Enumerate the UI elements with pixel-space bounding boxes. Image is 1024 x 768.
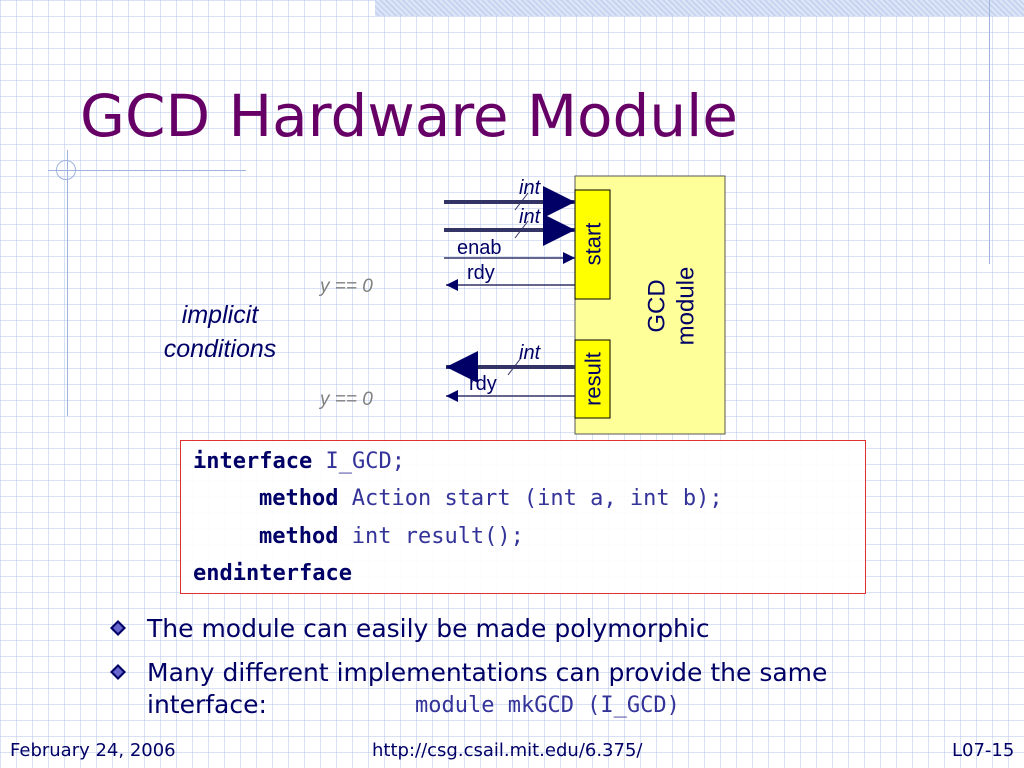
- code-keyword: method: [259, 524, 339, 549]
- result-method-box: [574, 339, 611, 419]
- frame-line-right: [989, 0, 990, 264]
- rdy-start-label: rdy: [467, 262, 495, 284]
- diamond-bullet-icon: [110, 664, 126, 680]
- int-a-label: int: [519, 177, 542, 199]
- bullet-code: module mkGCD (I_GCD): [415, 693, 680, 718]
- slide-title: GCD Hardware Module: [80, 82, 738, 150]
- int-result-label: int: [519, 342, 542, 364]
- guard-result: y == 0: [318, 389, 373, 410]
- code-line-2: method Action start (int a, int b);: [259, 484, 723, 514]
- frame-line-left: [67, 150, 68, 416]
- code-text: Action start (int a, int b);: [338, 486, 723, 511]
- code-line-4: endinterface: [193, 559, 352, 589]
- code-text: I_GCD;: [312, 449, 405, 474]
- bullet-text: The module can easily be made polymorphi…: [147, 614, 710, 643]
- start-label: start: [581, 223, 606, 266]
- rdy-result-label: rdy: [469, 373, 497, 395]
- header-band: [375, 0, 1024, 16]
- code-line-3: method int result();: [259, 522, 524, 552]
- code-keyword: interface: [193, 449, 313, 474]
- title-rule: [48, 170, 246, 171]
- int-b-label: int: [519, 206, 542, 228]
- int-b-tick: [514, 220, 529, 239]
- int-a-tick: [514, 192, 529, 211]
- module-label-line2: module: [673, 267, 700, 346]
- module-label-line1: GCD: [644, 279, 671, 332]
- implicit-conditions-label: implicit conditions: [140, 298, 300, 366]
- diamond-bullet-icon: [110, 620, 126, 636]
- code-keyword: endinterface: [193, 561, 352, 586]
- guard-start: y == 0: [318, 276, 373, 297]
- result-label: result: [581, 352, 606, 406]
- code-line-1: interface I_GCD;: [193, 447, 405, 477]
- bullet-text: Many different implementations can provi…: [147, 658, 828, 719]
- int-result-tick: [507, 357, 522, 376]
- footer-url[interactable]: http://csg.csail.mit.edu/6.375/: [372, 740, 643, 761]
- interface-code-box: interface I_GCD; method Action start (in…: [180, 440, 866, 594]
- implicit-conditions-line1: implicit: [181, 301, 259, 329]
- code-keyword: method: [259, 486, 339, 511]
- implicit-conditions-line2: conditions: [163, 335, 277, 363]
- code-text: int result();: [338, 524, 524, 549]
- start-method-box: [574, 189, 611, 300]
- footer-date: February 24, 2006: [10, 740, 176, 761]
- frame-circle: [56, 160, 76, 180]
- enab-label: enab: [457, 237, 502, 259]
- footer-slide-number: L07-15: [952, 740, 1015, 761]
